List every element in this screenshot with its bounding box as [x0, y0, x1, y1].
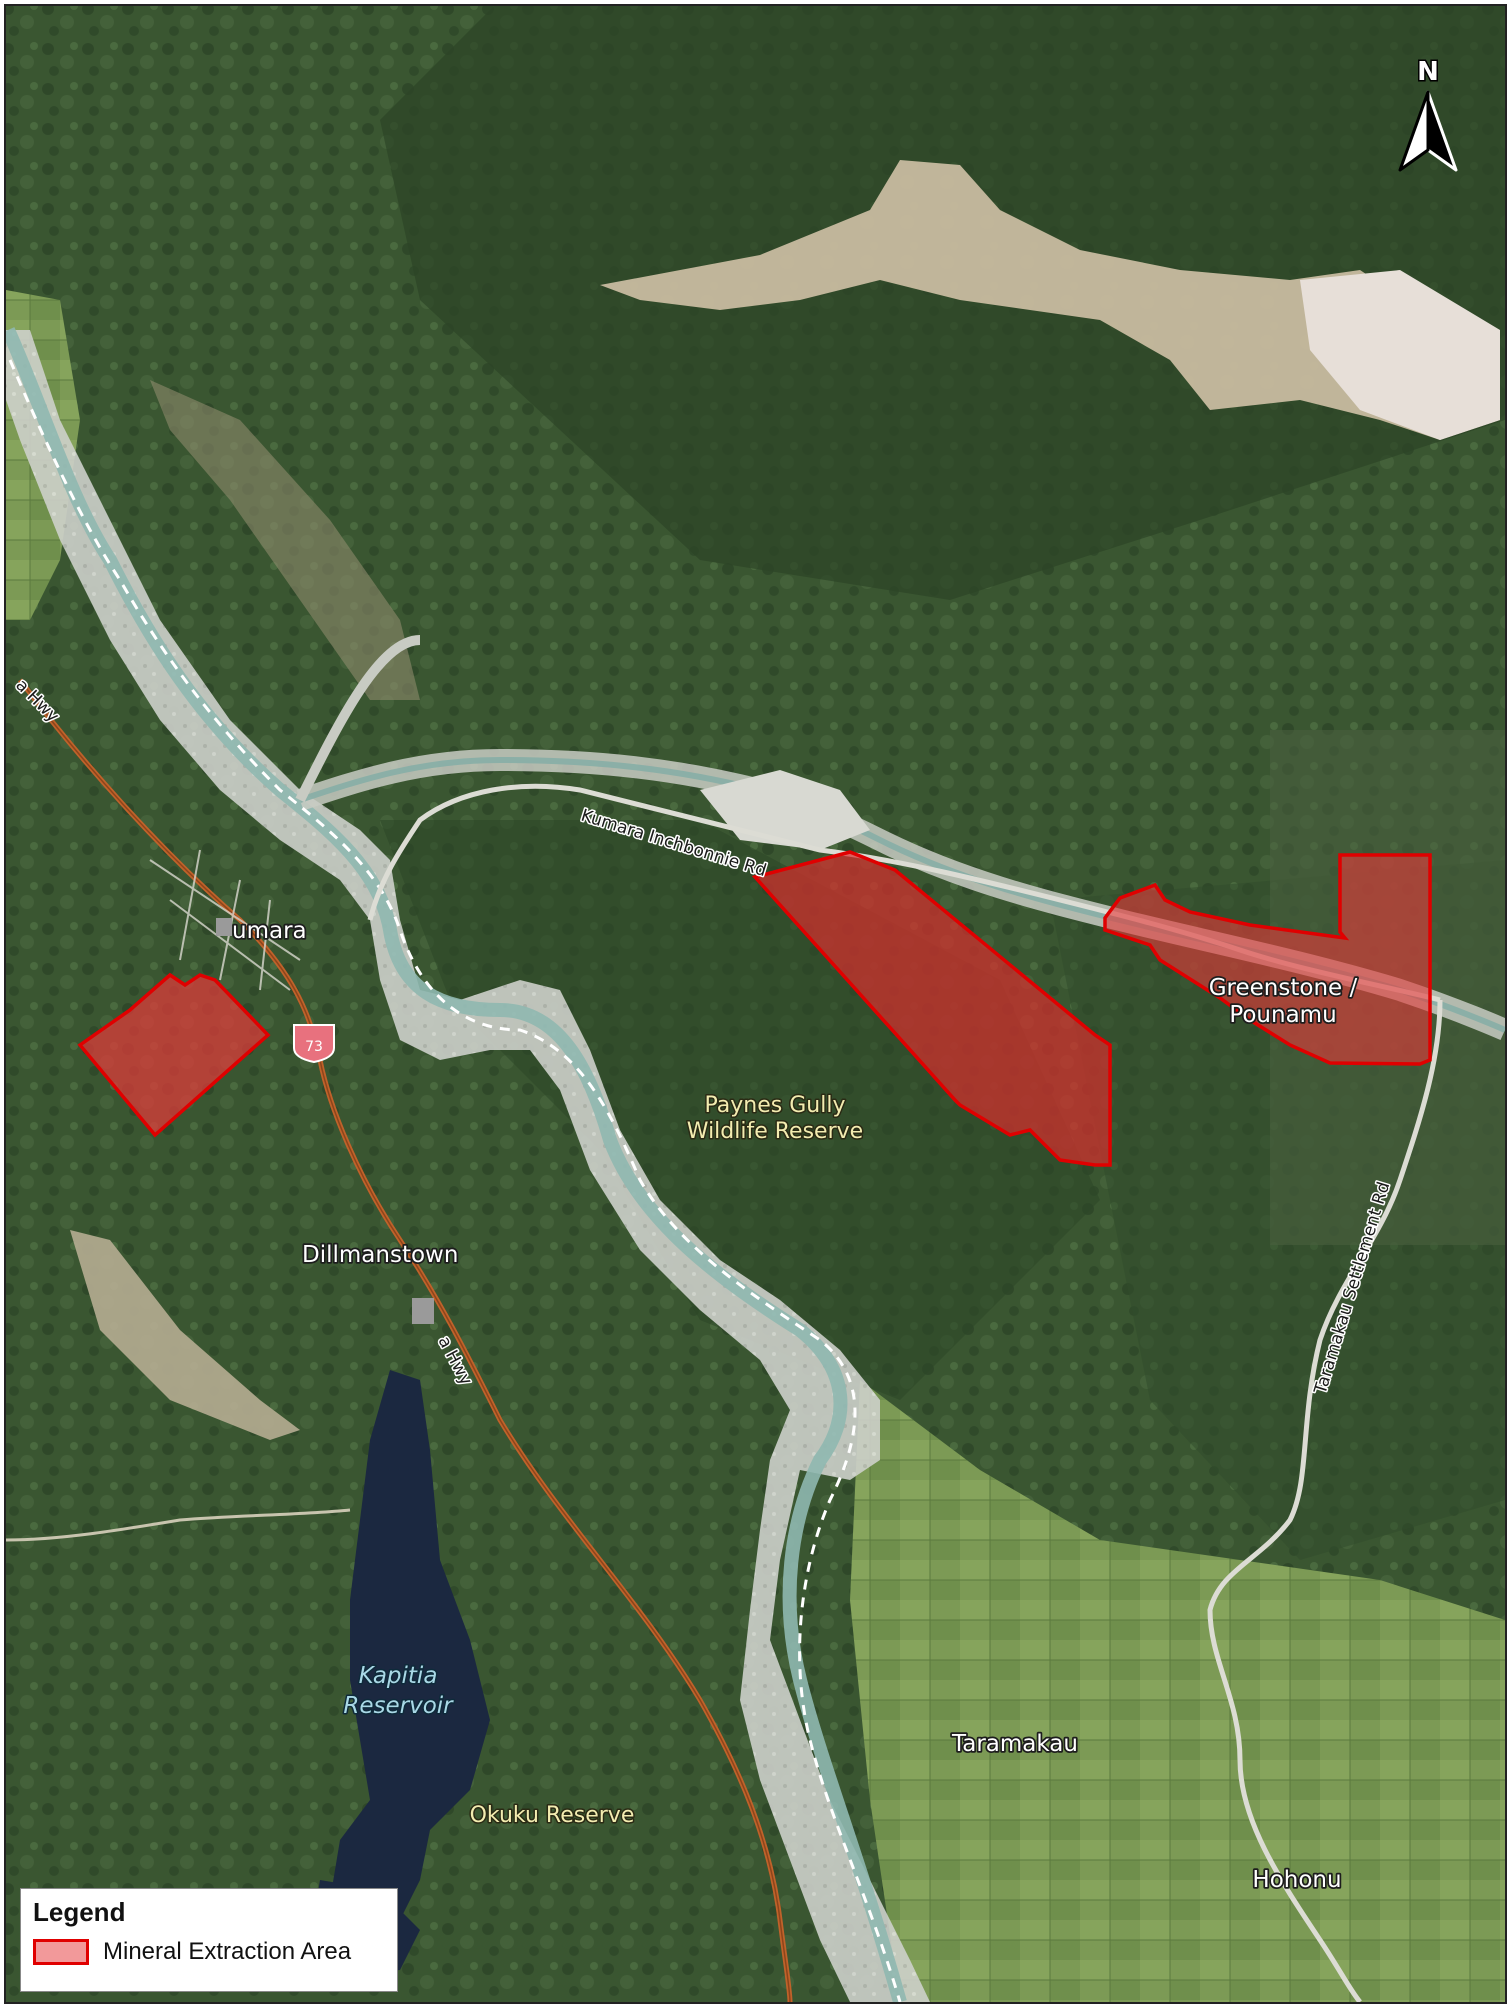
place-label-hohonu: Hohonu	[1252, 1867, 1341, 1893]
kapitia-reservoir	[330, 1370, 490, 1930]
clearcut-northeast-bright	[1300, 270, 1500, 440]
clearcut-northeast	[600, 160, 1500, 440]
highway-shield-icon: 73	[293, 1024, 335, 1064]
legend-item-mineral-extraction: Mineral Extraction Area	[33, 1938, 385, 1966]
farmland-southeast	[850, 1380, 1505, 2002]
reserve-label-paynes-1: Paynes Gully	[705, 1093, 846, 1118]
town-label-kumara: umara	[232, 918, 307, 944]
north-arrow-label: N	[1417, 57, 1439, 87]
water-label-kapitia-1: Kapitia	[359, 1663, 438, 1689]
map-legend: Legend Mineral Extraction Area	[20, 1888, 398, 1992]
clearing-dillmanstown-west	[70, 1230, 300, 1440]
hill-shade-north	[380, 6, 1505, 600]
taramakau-settlement-road	[1207, 999, 1443, 2002]
water-label-kapitia-2: Reservoir	[343, 1693, 454, 1719]
river-tributary-north	[295, 635, 421, 803]
river-channel	[6, 327, 907, 2002]
clearing-kumara	[150, 380, 420, 700]
road-marker-kumara	[216, 918, 232, 936]
reserve-label-okuku: Okuku Reserve	[470, 1803, 635, 1828]
mineral-extraction-areas	[77, 850, 1432, 1167]
extraction-area-kumara	[77, 972, 271, 1138]
road-marker-dillmanstown	[412, 1298, 434, 1324]
map-frame	[4, 4, 1507, 2004]
extraction-area-greenstone	[1103, 853, 1432, 1066]
legend-title: Legend	[33, 1897, 126, 1927]
place-label-greenstone-2: Pounamu	[1229, 1002, 1336, 1028]
river-track-dashed	[8, 359, 902, 2002]
legend-swatch-mineral-extraction	[33, 1939, 89, 1965]
reserve-label-paynes-2: Wildlife Reserve	[687, 1119, 863, 1144]
place-label-greenstone-1: Greenstone /	[1209, 975, 1358, 1001]
place-label-taramakau: Taramakau	[951, 1731, 1078, 1757]
highway-shield-number: 73	[305, 1039, 323, 1055]
extraction-area-inchbonnie	[751, 850, 1112, 1167]
local-road-southwest	[6, 1508, 351, 1542]
town-label-dillmanstown: Dillmanstown	[302, 1242, 458, 1268]
north-arrow-icon: N	[1398, 56, 1458, 172]
legend-label-mineral-extraction: Mineral Extraction Area	[103, 1938, 352, 1965]
